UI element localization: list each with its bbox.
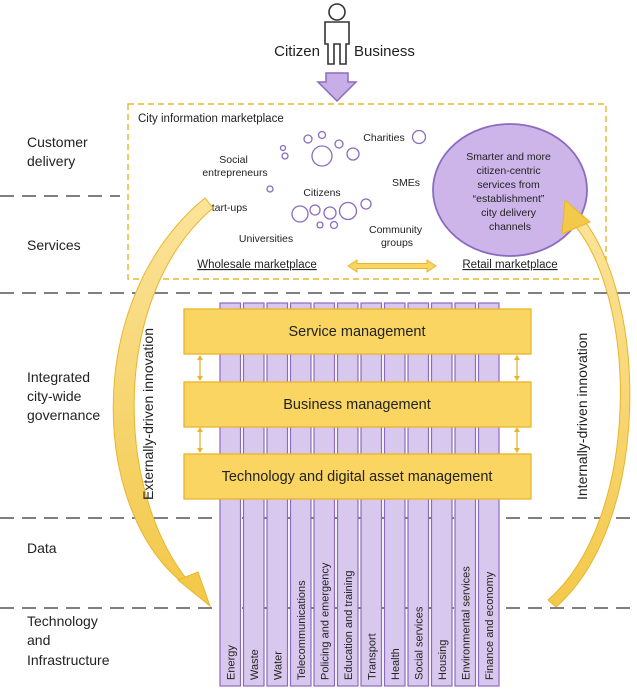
external-innovation-arrow bbox=[112, 197, 214, 595]
vertical-column-label: Transport bbox=[366, 633, 378, 680]
retail-marketplace-label: Retail marketplace bbox=[462, 259, 557, 271]
vertical-column-label: Social services bbox=[413, 606, 425, 680]
citizen-label: Citizen bbox=[274, 43, 320, 60]
technology-management-bar: Technology and digital asset management bbox=[183, 453, 532, 500]
internal-arrow-head-icon bbox=[561, 198, 591, 235]
external-arrow-head-icon bbox=[177, 571, 212, 608]
internally-driven-label: Internally-driven innovation bbox=[574, 333, 590, 500]
layer-technology-infrastructure: Technology and Infrastructure bbox=[27, 613, 110, 668]
vertical-column-label: Education and training bbox=[343, 571, 355, 680]
vertical-column-label: Finance and economy bbox=[484, 571, 496, 680]
retail-bubble bbox=[432, 123, 588, 257]
management-connectors bbox=[197, 355, 520, 453]
vertical-column-label: Environmental services bbox=[460, 566, 472, 680]
actor-community-groups: Community groups bbox=[369, 224, 425, 249]
down-arrow-icon bbox=[316, 72, 358, 103]
vertical-column-label: Housing bbox=[437, 640, 449, 680]
layer-data: Data bbox=[27, 540, 57, 556]
technology-management-label: Technology and digital asset management bbox=[222, 469, 493, 485]
vertical-column-label: Water bbox=[272, 651, 284, 680]
externally-driven-label: Externally-driven innovation bbox=[140, 328, 156, 500]
layer-governance: Integrated city-wide governance bbox=[27, 369, 100, 423]
marketplace-box bbox=[127, 103, 607, 280]
wholesale-marketplace-label: Wholesale marketplace bbox=[197, 259, 317, 271]
actor-bubbles bbox=[266, 129, 427, 230]
retail-bubble-text: Smarter and more citizen-centric service… bbox=[466, 151, 554, 233]
actor-startups: Start-ups bbox=[205, 202, 248, 214]
actor-social-entrepreneurs: Social entrepreneurs bbox=[202, 154, 267, 179]
marketplace-title: City information marketplace bbox=[138, 113, 284, 125]
business-label: Business bbox=[354, 43, 415, 60]
vertical-column-label: Energy bbox=[225, 645, 237, 680]
double-arrow-icon bbox=[347, 259, 437, 273]
actor-citizens: Citizens bbox=[303, 187, 340, 199]
vertical-column-label: Waste bbox=[249, 649, 261, 680]
actor-smes: SMEs bbox=[392, 177, 420, 189]
layer-customer-delivery: Customer delivery bbox=[27, 134, 92, 169]
vertical-column-label: Health bbox=[390, 648, 402, 680]
vertical-column-label: Telecommunications bbox=[296, 580, 308, 680]
person-icon bbox=[324, 3, 350, 65]
actor-charities: Charities bbox=[363, 132, 404, 144]
actor-universities: Universities bbox=[239, 233, 293, 245]
service-management-bar: Service management bbox=[183, 308, 532, 355]
vertical-column-label: Policing and emergency bbox=[319, 562, 331, 680]
business-management-bar: Business management bbox=[183, 381, 532, 428]
service-management-label: Service management bbox=[288, 324, 425, 340]
layer-services: Services bbox=[27, 237, 81, 253]
business-management-label: Business management bbox=[283, 397, 431, 413]
